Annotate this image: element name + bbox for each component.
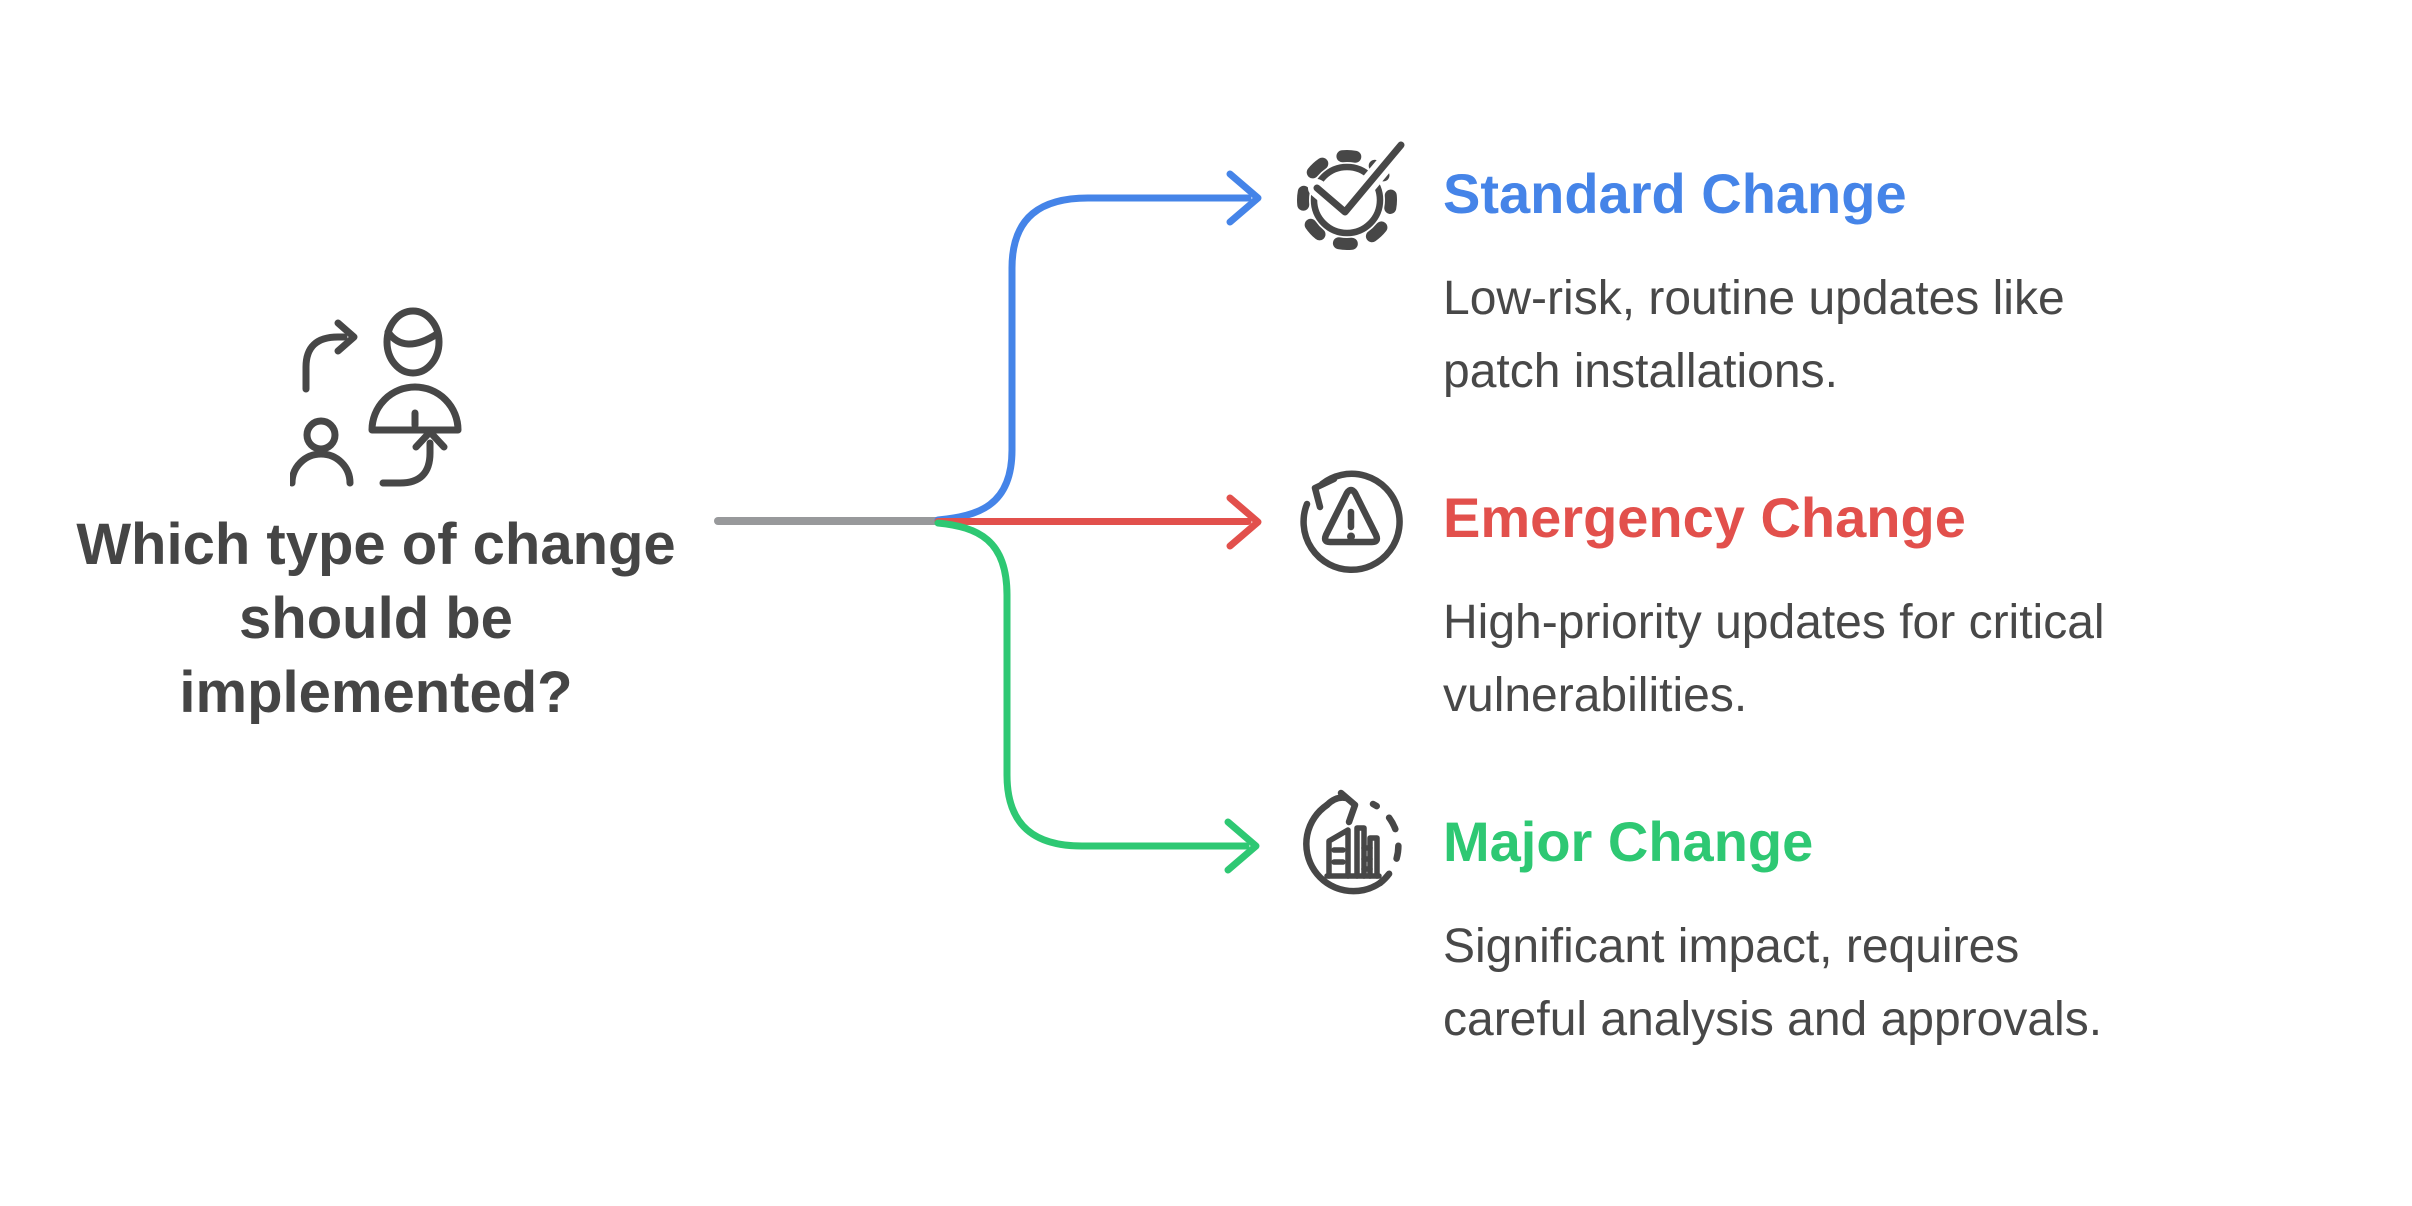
factory-cycle-icon bbox=[1303, 789, 1402, 895]
alert-restore-icon bbox=[1300, 470, 1403, 574]
branch-description-standard: Low-risk, routine updates like patch ins… bbox=[1443, 272, 2065, 398]
people-swap-icon bbox=[290, 307, 462, 487]
branch-line-standard bbox=[934, 170, 1262, 524]
gear-check-icon bbox=[1297, 140, 1407, 250]
branch-title-standard: Standard Change bbox=[1443, 162, 1907, 225]
branch-title-emergency: Emergency Change bbox=[1443, 486, 1966, 549]
branch-description-emergency: High-priority updates for critical vulne… bbox=[1443, 596, 2105, 722]
question-text: Which type of change should be implement… bbox=[76, 512, 676, 725]
branch-title-major: Major Change bbox=[1443, 810, 1814, 873]
branch-description-major: Significant impact, requires careful ana… bbox=[1443, 920, 2103, 1046]
branch-line-major bbox=[934, 519, 1260, 874]
branch-line-emergency bbox=[934, 494, 1262, 550]
